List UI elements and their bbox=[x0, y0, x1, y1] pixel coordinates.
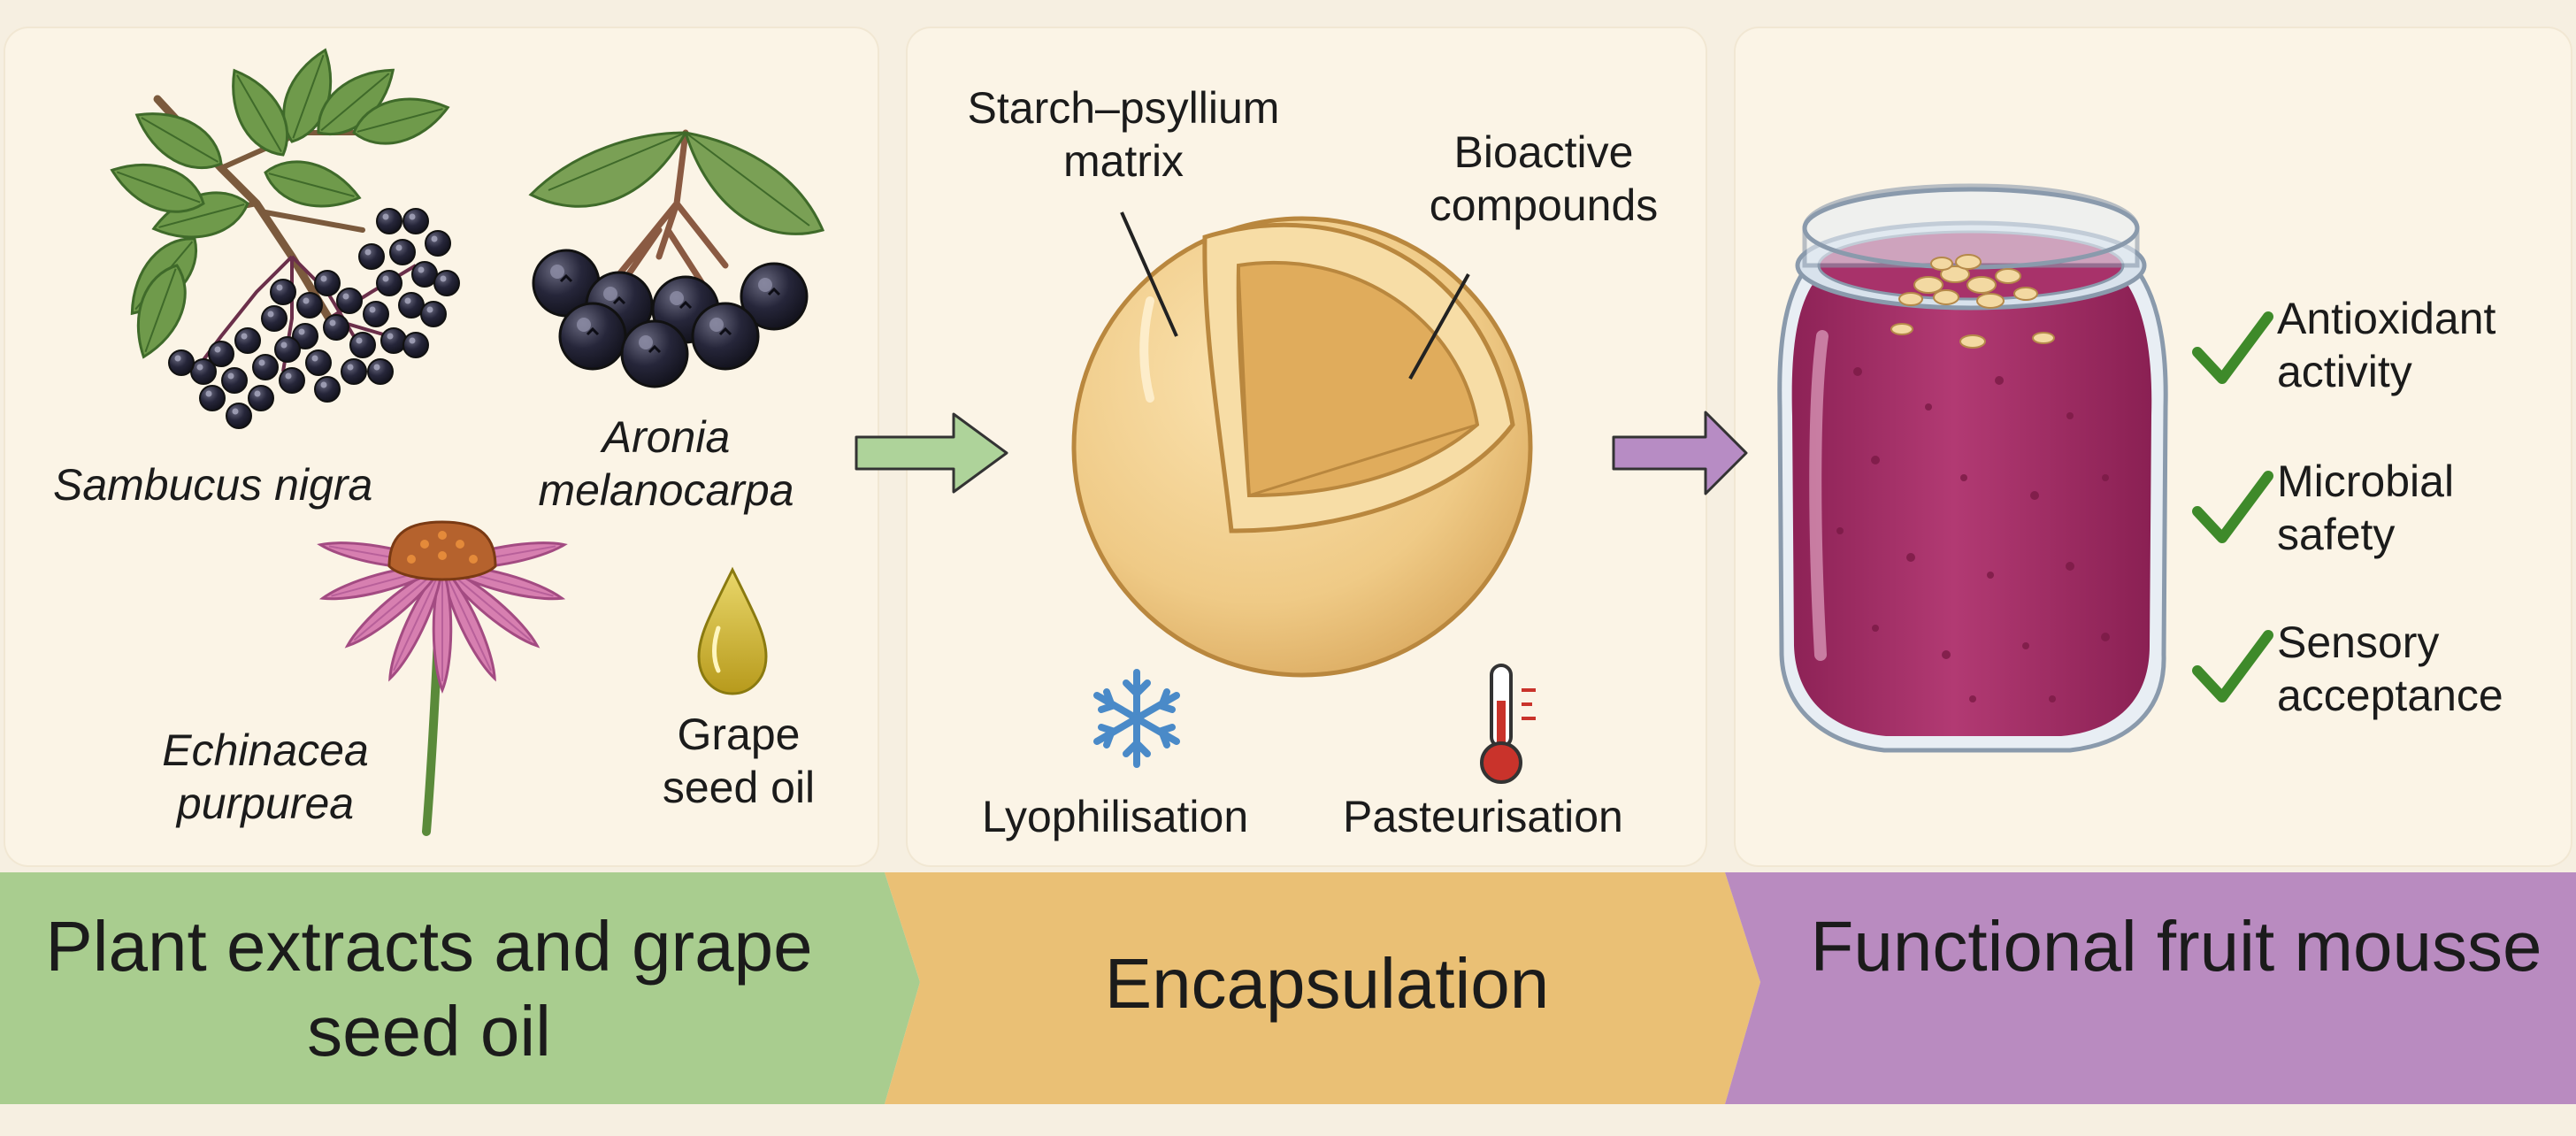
outcome-microbial-safety: Microbial safety bbox=[2277, 457, 2455, 559]
outcome-sensory-acceptance: Sensory acceptance bbox=[2277, 618, 2503, 720]
pasteurisation-label: Pasteurisation bbox=[1343, 792, 1623, 841]
thermometer-icon bbox=[1480, 664, 1536, 784]
matrix-label: Starch–psyllium matrix bbox=[967, 83, 1280, 186]
grape-seed-oil-label: Grape seed oil bbox=[662, 710, 816, 812]
jar-icon bbox=[1777, 183, 2168, 753]
species-label-echinacea: Echinacea purpurea bbox=[162, 725, 369, 828]
arrow-right-icon bbox=[855, 412, 1008, 494]
snowflake-icon bbox=[1093, 669, 1180, 768]
bioactive-label: Bioactive compounds bbox=[1429, 127, 1659, 230]
species-label-aronia: Aronia melanocarpa bbox=[538, 412, 794, 515]
checkmark-icon bbox=[2197, 635, 2268, 697]
capsule-sphere-icon bbox=[1071, 211, 1533, 678]
species-label-sambucus: Sambucus nigra bbox=[53, 460, 373, 510]
echinacea-icon bbox=[317, 520, 568, 836]
banner-plant-extracts: Plant extracts and grape seed oil bbox=[45, 907, 813, 1071]
outcome-antioxidant: Antioxidant activity bbox=[2277, 294, 2496, 396]
checkmark-icon bbox=[2197, 476, 2268, 538]
banner-shape-encapsulation bbox=[885, 872, 1760, 1104]
banner-shape-functional-mousse bbox=[1725, 872, 2576, 1104]
banner-encapsulation: Encapsulation bbox=[1104, 944, 1550, 1023]
elderberry-icon bbox=[104, 42, 460, 429]
banner-shape-plant-extracts bbox=[0, 872, 920, 1104]
lyophilisation-label: Lyophilisation bbox=[982, 792, 1249, 841]
banner-functional-mousse: Functional fruit mousse bbox=[1810, 907, 2542, 986]
oil-drop-icon bbox=[697, 566, 768, 695]
checkmark-icon bbox=[2197, 317, 2268, 379]
arrow-right-icon bbox=[1612, 411, 1748, 495]
aronia-icon bbox=[528, 129, 825, 388]
